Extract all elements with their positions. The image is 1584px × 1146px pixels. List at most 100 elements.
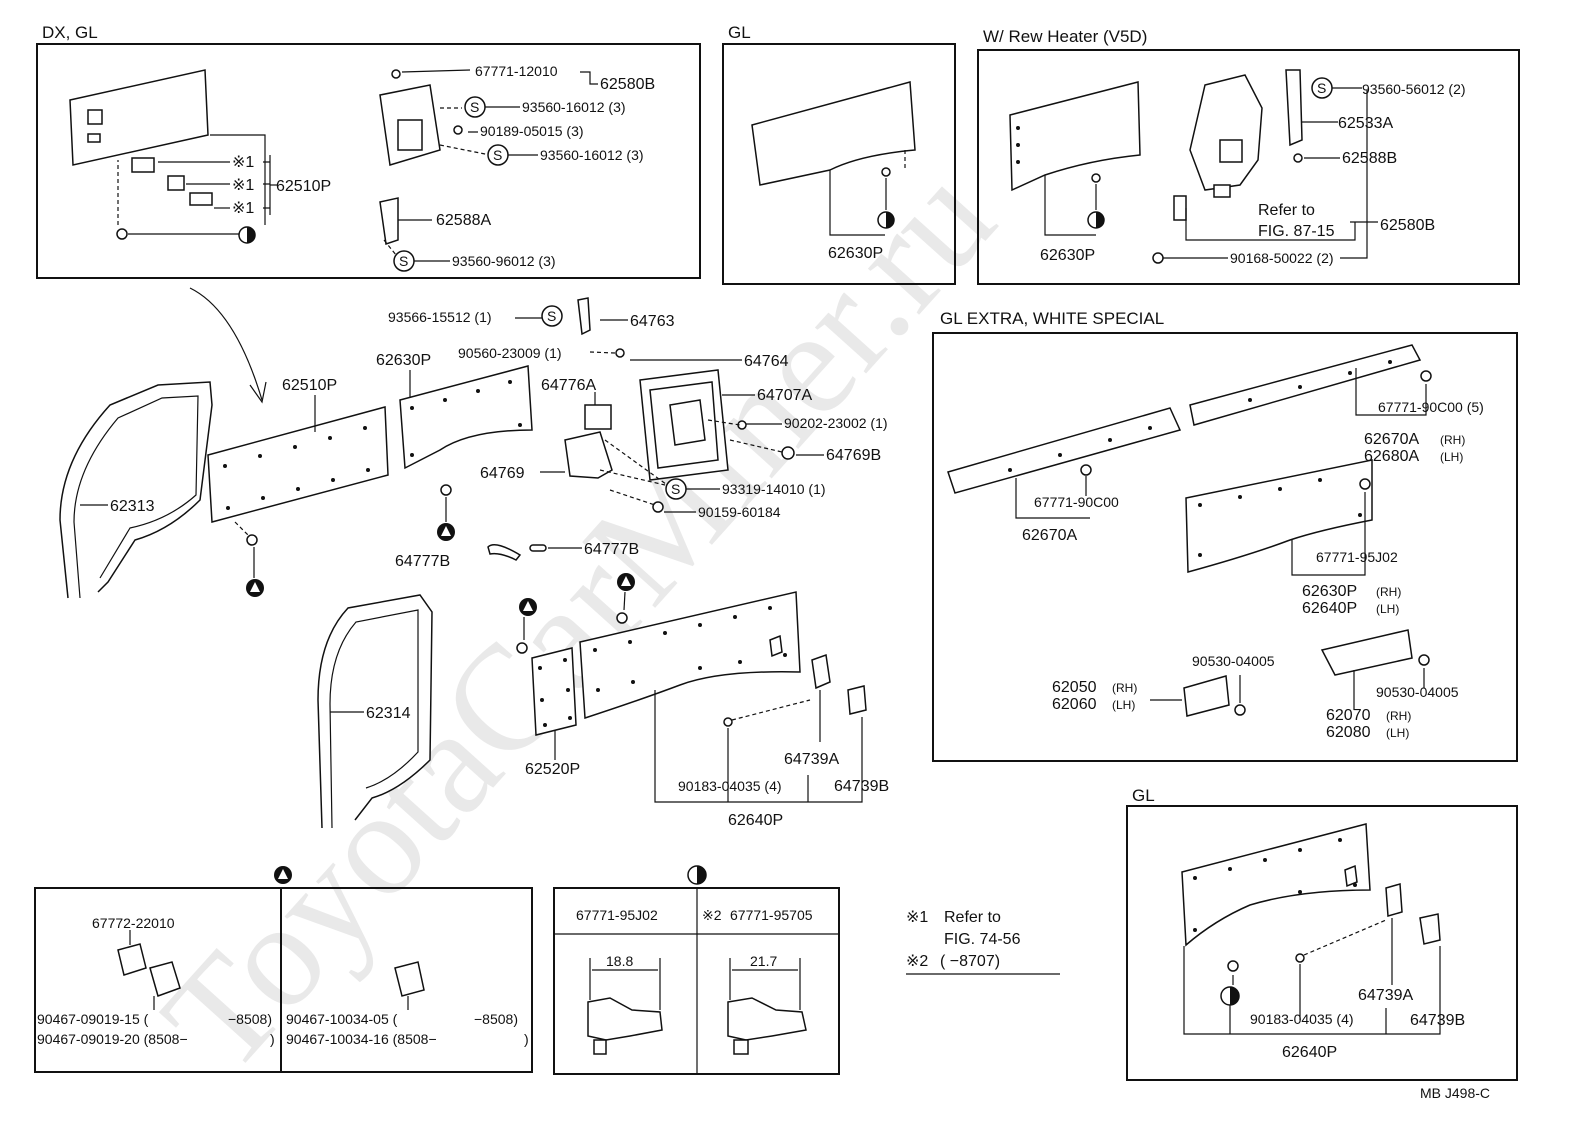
label-rh-4: (RH): [1386, 709, 1411, 723]
label-fig-87-15: FIG. 87-15: [1258, 223, 1335, 240]
label-67772-22010: 67772-22010: [92, 915, 175, 931]
label-64769: 64769: [480, 465, 525, 482]
half-circle-mark-table: [687, 865, 707, 885]
s-mark-4-letter: S: [1317, 80, 1326, 96]
ref-mark-1a: ※1: [232, 154, 254, 171]
section-title-gl-top: GL: [728, 23, 751, 42]
label-62050: 62050: [1052, 679, 1097, 696]
panel-62520P: [516, 642, 577, 760]
note-2-text: ( −8707): [940, 953, 1000, 970]
label-62520P: 62520P: [525, 761, 580, 778]
triangle-mark-4: [617, 573, 635, 591]
label-62670A-RH: 62670A: [1364, 431, 1419, 448]
ref-mark-2: ※2: [702, 907, 722, 923]
box-gl-bottom: [1126, 805, 1518, 1081]
label-90168-50022: 90168-50022 (2): [1230, 250, 1334, 266]
label-62588B: 62588B: [1342, 150, 1397, 167]
triangle-mark-table: [274, 866, 292, 884]
gl-top-panel: [751, 81, 916, 236]
label-90202-23002: 90202-23002 (1): [784, 415, 888, 431]
label-lh-1: (LH): [1440, 450, 1463, 464]
triangle-mark-2: [437, 523, 455, 541]
label-62680A-LH: 62680A: [1364, 448, 1419, 465]
label-90530-04005-a: 90530-04005: [1192, 653, 1275, 669]
label-rh-2: (RH): [1376, 585, 1401, 599]
dx-gl-panel: [69, 69, 278, 244]
s-mark-6: [665, 478, 687, 500]
label-93566-15512: 93566-15512 (1): [388, 309, 492, 325]
note-2-mark: ※2: [906, 953, 928, 970]
label-rh-3: (RH): [1112, 681, 1137, 695]
label-64763: 64763: [630, 313, 675, 330]
box-dx-gl: [36, 43, 701, 279]
s-mark-1-letter: S: [470, 99, 479, 115]
label-62640P-LH: 62640P: [1302, 600, 1357, 617]
box-gl-top: [722, 43, 956, 285]
section-title-rear-heater: W/ Rew Heater (V5D): [983, 27, 1147, 46]
label-64764: 64764: [744, 353, 789, 370]
gl-bottom-parts: [1181, 823, 1441, 1035]
label-62630P-r: 62630P: [1040, 247, 1095, 264]
label-62588A: 62588A: [436, 212, 491, 229]
label-67771-95J02-tbl: 67771-95J02: [576, 907, 658, 923]
ref-mark-1c: ※1: [232, 200, 254, 217]
s-mark-2-letter: S: [493, 147, 502, 163]
label-62630P-gl: 62630P: [828, 245, 883, 262]
label-64777B-b: 64777B: [584, 541, 639, 558]
label-refer-to: Refer to: [1258, 202, 1315, 219]
rod-64777B: [487, 544, 582, 561]
section-title-dx-gl: DX, GL: [42, 23, 98, 42]
clip-drawings-b: [587, 958, 807, 1055]
box-rear-heater: [977, 49, 1520, 285]
section-title-gl-bottom: GL: [1132, 786, 1155, 805]
s-mark-6-letter: S: [671, 481, 680, 497]
label-62510P: 62510P: [282, 377, 337, 394]
label-62630P-RH: 62630P: [1302, 583, 1357, 600]
label-62060: 62060: [1052, 696, 1097, 713]
watermark: ToyotaCarMiner.ru: [131, 135, 1025, 1102]
label-93560-56012: 93560-56012 (2): [1362, 81, 1466, 97]
ref-mark-1b: ※1: [232, 177, 254, 194]
label-62580B: 62580B: [600, 76, 655, 93]
handle-hardware: [515, 297, 824, 513]
label-90467-09019-15: 90467-09019-15 (: [37, 1011, 149, 1027]
label-67771-95705: 67771-95705: [730, 907, 813, 923]
label-93560-16012-b: 93560-16012 (3): [540, 147, 644, 163]
clip-parts-a: [117, 930, 425, 1010]
label-64739A: 64739A: [784, 751, 839, 768]
label-62314: 62314: [366, 705, 411, 722]
gl-extra-parts: [947, 344, 1432, 717]
panel-62640P: [579, 591, 867, 803]
triangle-mark-3: [519, 598, 537, 616]
label-lh-4: (LH): [1386, 726, 1409, 740]
weatherstrip-62314: [317, 594, 433, 829]
label-64739B-b: 64739B: [1410, 1012, 1465, 1029]
label-rh-1: (RH): [1440, 433, 1465, 447]
label-90467-10034-16: 90467-10034-16 (8508−: [286, 1031, 437, 1047]
label-lh-2: (LH): [1376, 602, 1399, 616]
dx-gl-bracket: [379, 69, 598, 261]
label-64739B: 64739B: [834, 778, 889, 795]
drawing-code: MB J498-C: [1420, 1085, 1490, 1101]
label-64776A: 64776A: [541, 377, 596, 394]
s-mark-5-letter: S: [547, 308, 556, 324]
label-67771-12010: 67771-12010: [475, 63, 558, 79]
label-90189-05015: 90189-05015 (3): [480, 123, 584, 139]
s-mark-4: [1311, 77, 1333, 99]
box-gl-extra: [932, 332, 1518, 762]
label-67771-90C00: 67771-90C00: [1034, 494, 1119, 510]
label-62580B-r: 62580B: [1380, 217, 1435, 234]
label-93560-16012-a: 93560-16012 (3): [522, 99, 626, 115]
label-90183-04035: 90183-04035 (4): [678, 778, 782, 794]
label-dash-8508-b: −8508): [474, 1011, 518, 1027]
label-67771-95J02: 67771-95J02: [1316, 549, 1398, 565]
label-90530-04005-b: 90530-04005: [1376, 684, 1459, 700]
label-64769B: 64769B: [826, 447, 881, 464]
label-64707A: 64707A: [757, 387, 812, 404]
weatherstrip-62313: [59, 381, 213, 599]
label-62070: 62070: [1326, 707, 1371, 724]
label-90467-09019-20: 90467-09019-20 (8508−: [37, 1031, 188, 1047]
label-62080: 62080: [1326, 724, 1371, 741]
